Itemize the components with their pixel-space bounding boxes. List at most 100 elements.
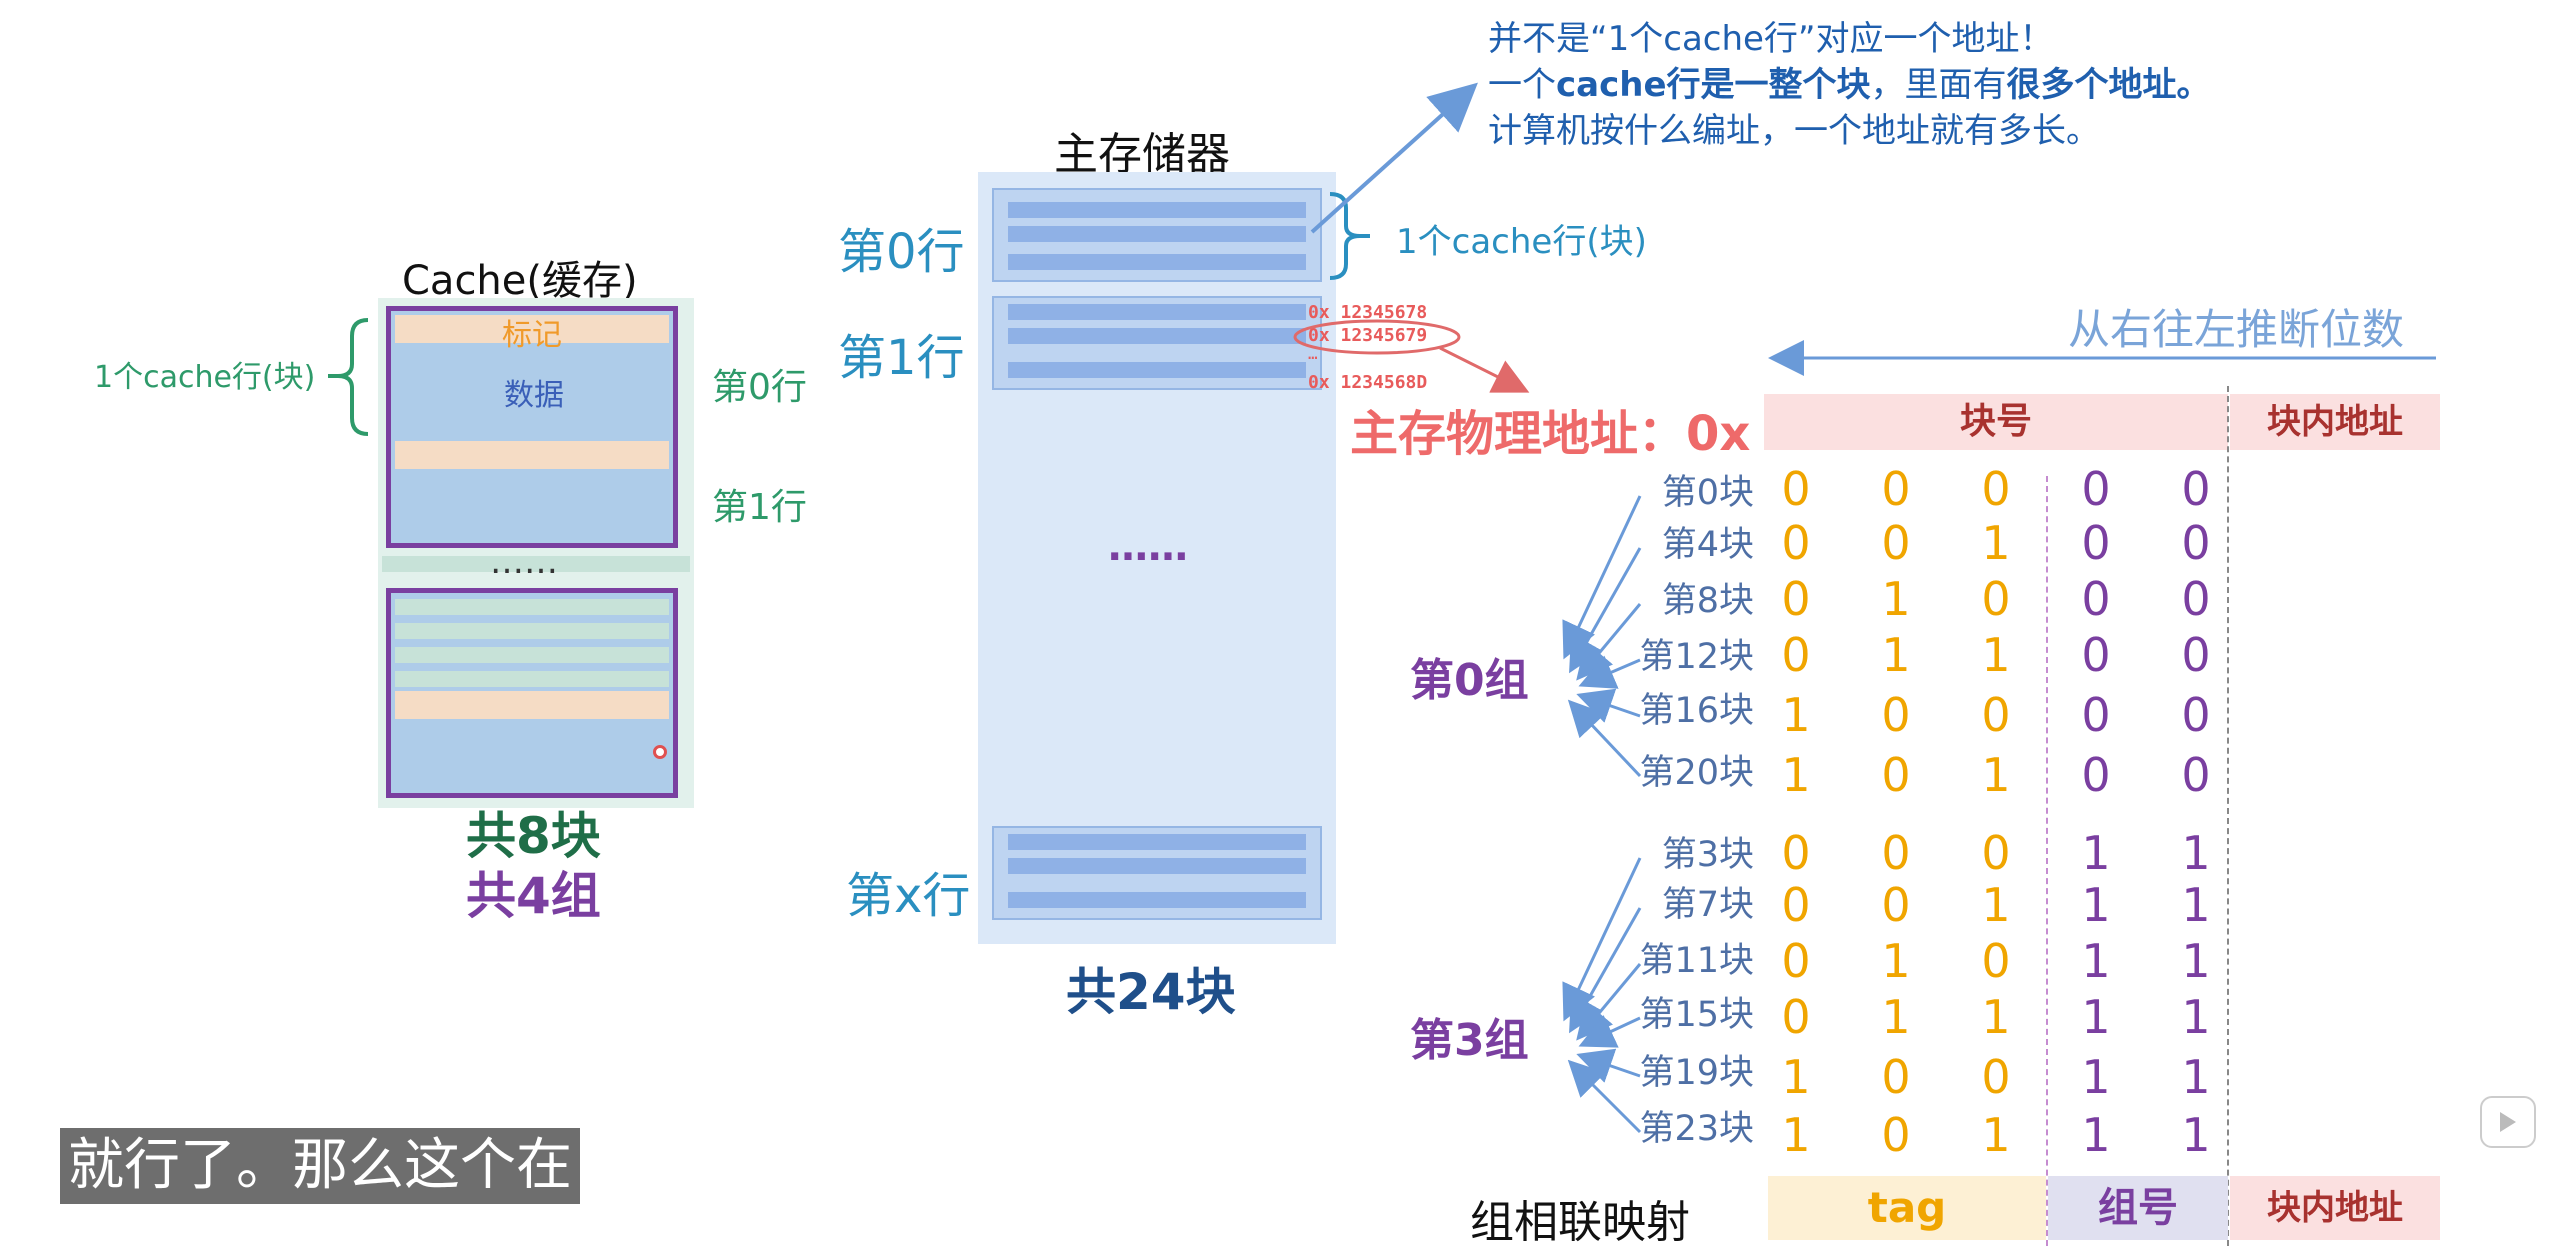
memory-bar (1008, 254, 1306, 270)
memory-bar (1008, 226, 1306, 242)
offset-header: 块内地址 (2230, 394, 2440, 450)
block-name: 第15块 (1639, 995, 1754, 1035)
bit: 0 (2181, 628, 2211, 682)
bit: 0 (1881, 688, 1911, 742)
block-name: 第20块 (1639, 753, 1754, 793)
memory-bar (1008, 892, 1306, 908)
bit: 0 (1781, 934, 1811, 988)
bit: 1 (1881, 934, 1911, 988)
block-name: 第3块 (1661, 835, 1754, 875)
subtitle-caption: 就行了。那么这个在 (60, 1128, 580, 1204)
cache-data-label: 数据 (504, 378, 564, 413)
bit: 0 (1781, 462, 1811, 516)
memory-brace-label: 1个cache行(块) (1396, 222, 1647, 262)
cache-stripe (395, 623, 669, 639)
address-2: … (1308, 344, 1318, 363)
block-name: 第8块 (1661, 581, 1754, 621)
subtitle-text: 就行了。那么这个在 (68, 1133, 572, 1198)
bit: 0 (1881, 1050, 1911, 1104)
bit: 1 (2081, 934, 2111, 988)
bit: 0 (1981, 826, 2011, 880)
group-0-label: 第0组 (1410, 655, 1529, 706)
cache-stripe (395, 599, 669, 615)
bit: 0 (1881, 1108, 1911, 1162)
annotation-line-3: 计算机按什么编址，一个地址就有多长。 (1488, 111, 2100, 151)
memory-title: 主存储器 (1054, 129, 1230, 180)
memory-rowx-label: 第x行 (846, 868, 971, 924)
cache-set-0 (386, 306, 678, 548)
block-name: 第19块 (1639, 1053, 1754, 1093)
bit: 1 (1881, 572, 1911, 626)
bit: 0 (2081, 628, 2111, 682)
cache-tag-label: 标记 (502, 318, 562, 353)
address-0: 0x 12345678 (1308, 302, 1428, 323)
bit: 0 (2081, 516, 2111, 570)
footer-group-label: 组号 (2098, 1185, 2178, 1231)
offset-label: 块内地址 (2267, 402, 2403, 442)
play-icon (2500, 1112, 2516, 1132)
footer-offset-cell: 块内地址 (2230, 1176, 2440, 1240)
block-name: 第16块 (1639, 691, 1754, 731)
memory-row1-label: 第1行 (838, 330, 965, 386)
bit: 0 (1981, 462, 2011, 516)
bit: 0 (2081, 572, 2111, 626)
separator-offset (2227, 386, 2229, 1246)
bit: 0 (1981, 1050, 2011, 1104)
memory-panel (978, 172, 1336, 944)
bit: 0 (1781, 826, 1811, 880)
bit: 0 (2181, 462, 2211, 516)
bit: 1 (2181, 990, 2211, 1044)
group-3-label: 第3组 (1410, 1015, 1529, 1066)
block-name: 第23块 (1639, 1109, 1754, 1149)
memory-bar (1008, 834, 1306, 850)
bit: 1 (2081, 878, 2111, 932)
bit: 0 (1981, 688, 2011, 742)
bit: 0 (1881, 462, 1911, 516)
bit: 1 (1781, 748, 1811, 802)
memory-row0-label: 第0行 (838, 224, 965, 280)
cache-divider (382, 556, 690, 572)
cache-total-groups: 共4组 (466, 867, 601, 925)
annotation-line-2: 一个cache行是一整个块，里面有很多个地址。 (1488, 65, 2211, 105)
bit: 1 (1881, 990, 1911, 1044)
bit: 1 (1981, 748, 2011, 802)
footer-tag-cell: tag (1768, 1176, 2046, 1240)
bit: 0 (1781, 878, 1811, 932)
play-button[interactable] (2480, 1096, 2536, 1148)
bit: 1 (1781, 1050, 1811, 1104)
bit: 1 (2081, 1108, 2111, 1162)
bit: 1 (1981, 516, 2011, 570)
bit: 1 (2081, 826, 2111, 880)
bit: 1 (2081, 1050, 2111, 1104)
address-label: 主存物理地址：0x (1350, 406, 1751, 462)
bit: 0 (2081, 462, 2111, 516)
bit: 0 (1881, 748, 1911, 802)
memory-bar (1008, 202, 1306, 218)
cache-tag-strip (395, 691, 669, 719)
memory-bar (1008, 304, 1306, 320)
bit: 0 (1781, 628, 1811, 682)
separator-group (2046, 476, 2048, 1246)
cache-row1-label: 第1行 (712, 487, 807, 528)
cache-ellipsis: …… (490, 542, 558, 582)
direction-note: 从右往左推断位数 (2068, 305, 2405, 354)
block-name: 第7块 (1661, 885, 1754, 925)
block-name: 第12块 (1639, 637, 1754, 677)
cache-panel (378, 298, 694, 808)
footer-tag-label: tag (1867, 1183, 1947, 1232)
footer-offset-label: 块内地址 (2267, 1188, 2403, 1228)
bit: 1 (1981, 878, 2011, 932)
bit: 1 (2181, 1050, 2211, 1104)
bit: 0 (1781, 572, 1811, 626)
memory-bar (1008, 858, 1306, 874)
cache-row0-label: 第0行 (712, 367, 807, 408)
cache-stripe (395, 671, 669, 687)
bit: 0 (1981, 934, 2011, 988)
bit: 1 (1781, 688, 1811, 742)
bit: 0 (2181, 688, 2211, 742)
memory-row-0 (992, 188, 1322, 282)
memory-brace (1329, 192, 1370, 280)
bit: 0 (2181, 516, 2211, 570)
address-1: 0x 12345679 (1308, 325, 1428, 346)
memory-row-x (992, 826, 1322, 920)
